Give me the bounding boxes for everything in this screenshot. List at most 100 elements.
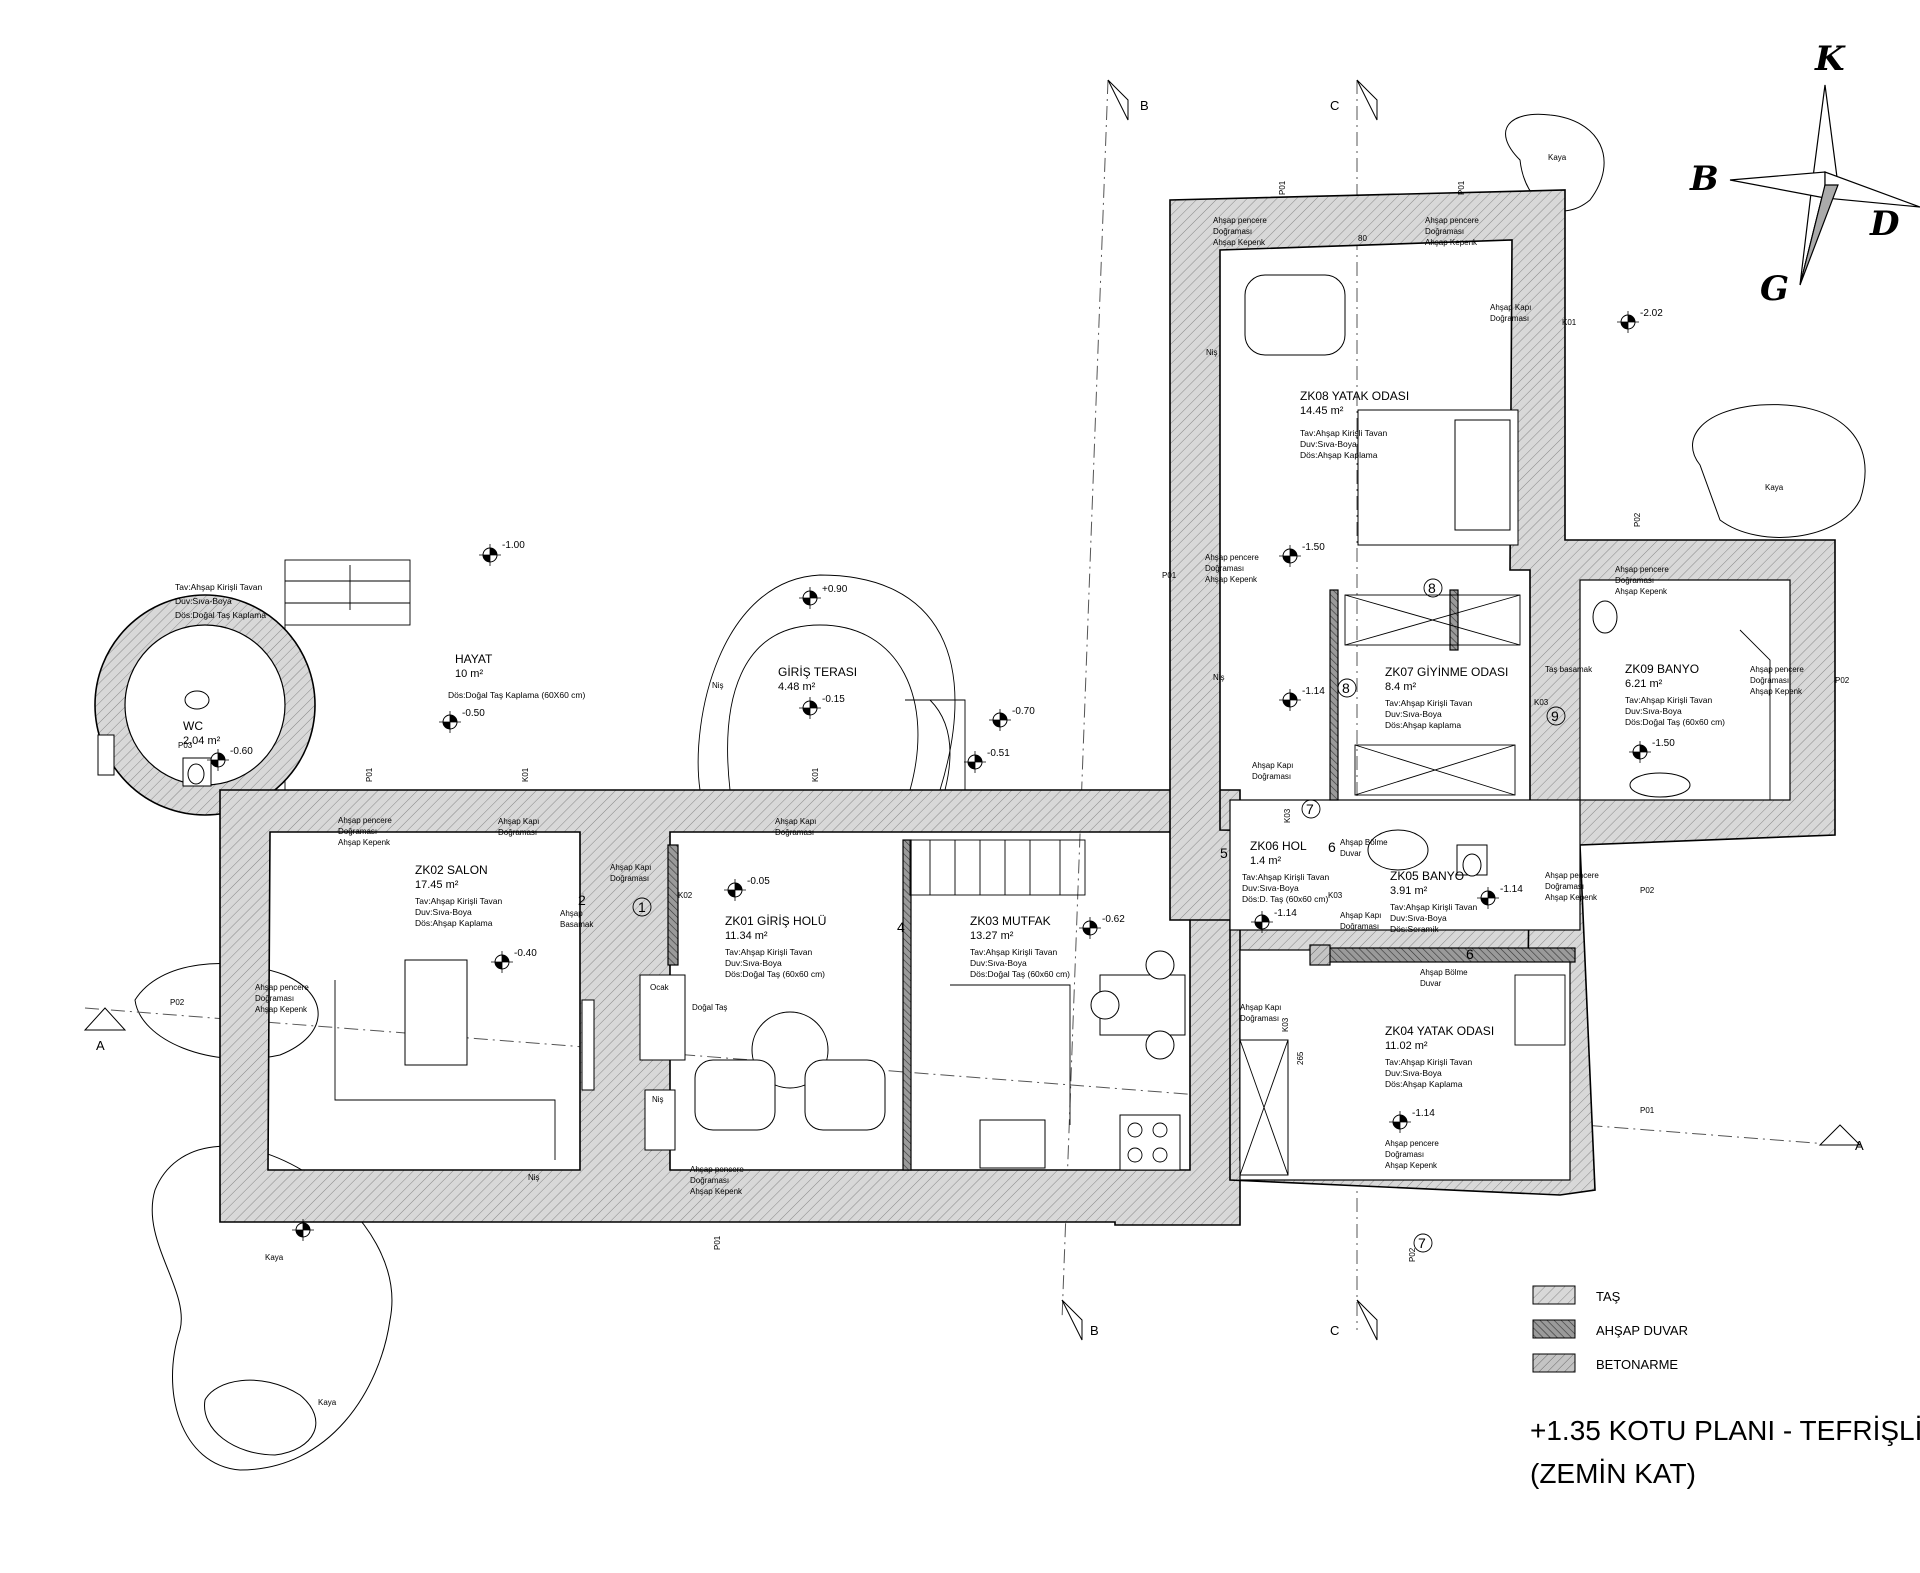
compass-north: K — [1814, 39, 1846, 79]
room-spec: Tav:Ahşap Kirişli Tavan — [725, 947, 813, 957]
section-label-a: A — [1855, 1138, 1864, 1153]
room-name: ZK02 SALON — [415, 863, 488, 877]
nis-label: Niş — [528, 1173, 540, 1182]
opening-tag: P02 — [1835, 676, 1850, 685]
room-spec: Duv:Sıva-Boya — [970, 958, 1027, 968]
level-value: -1.00 — [502, 540, 525, 551]
room-spec: Dös:Doğal Taş (60x60 cm) — [725, 969, 825, 979]
dogal-tas-label: Doğal Taş — [692, 1003, 727, 1012]
room-area: 8.4 m² — [1385, 681, 1417, 693]
detail-ref: 8 — [1428, 580, 1436, 596]
door-note: Doğraması — [1340, 922, 1379, 931]
room-area: 13.27 m² — [970, 930, 1014, 942]
legend-label: AHŞAP DUVAR — [1596, 1323, 1688, 1338]
compass-east: D — [1869, 204, 1900, 244]
room-name: ZK07 GİYİNME ODASI — [1385, 665, 1508, 679]
door-note: Ahşap Kapı — [1490, 303, 1531, 312]
door-note: Doğraması — [775, 828, 814, 837]
hayat-outdoor — [284, 559, 966, 791]
title-line-2: (ZEMİN KAT) — [1530, 1458, 1696, 1489]
partition-note: Duvar — [1340, 849, 1362, 858]
tas-basamak-label: Taş basamak — [1545, 665, 1593, 674]
level-value: -1.50 — [1302, 542, 1325, 553]
opening-tag: P01 — [1162, 571, 1177, 580]
detail-ref: 8 — [1342, 680, 1350, 696]
room-spec: Tav:Ahşap Kirişli Tavan — [415, 896, 503, 906]
level-value: -0.70 — [1012, 706, 1035, 717]
room-labels: ZK02 SALON 17.45 m² Tav:Ahşap Kirişli Ta… — [175, 389, 1725, 1089]
window-note: Doğraması — [338, 827, 377, 836]
level-value: -1.14 — [1412, 1108, 1435, 1119]
section-label-b: B — [1140, 98, 1149, 113]
nis-label: Niş — [652, 1095, 664, 1104]
room-name: ZK03 MUTFAK — [970, 914, 1051, 928]
room-spec: Duv:Sıva-Boya — [1385, 709, 1442, 719]
partition-note: Ahşap Bölme — [1340, 838, 1388, 847]
window-note: Ahşap Kepenk — [1385, 1161, 1438, 1170]
window-note: Ahşap Kepenk — [1205, 575, 1258, 584]
room-name: ZK09 BANYO — [1625, 662, 1699, 676]
window-note: Ahşap Kepenk — [255, 1005, 308, 1014]
window-note: Ahşap Kepenk — [1750, 687, 1803, 696]
room-name: ZK08 YATAK ODASI — [1300, 389, 1409, 403]
door-note: Ahşap Kapı — [610, 863, 651, 872]
opening-tag: P01 — [1278, 180, 1287, 195]
room-spec: Duv:Sıva-Boya — [1300, 439, 1357, 449]
detail-ref: 6 — [1328, 839, 1336, 855]
legend-swatch-wood — [1532, 1319, 1576, 1339]
window-note: Doğraması — [690, 1176, 729, 1185]
level-markers: -1.00 +0.90 -0.15 -0.50 -0.60 -0.70 -0.5… — [206, 308, 1675, 1242]
room-spec: Tav:Ahşap Kirişli Tavan — [1385, 698, 1473, 708]
window-note: Doğraması — [1750, 676, 1789, 685]
opening-tag: K03 — [1534, 698, 1549, 707]
hayat-note: Tav:Ahşap Kirişli Tavan — [175, 582, 263, 592]
opening-tag: K03 — [1283, 808, 1292, 823]
legend: TAŞ AHŞAP DUVAR BETONARME — [1532, 1285, 1688, 1373]
window-note: Ahşap Kepenk — [1545, 893, 1598, 902]
window-note: Doğraması — [1545, 882, 1584, 891]
room-spec: Duv:Sıva-Boya — [1242, 883, 1299, 893]
room-name: ZK01 GİRİŞ HOLÜ — [725, 914, 826, 928]
window-note: Doğraması — [1615, 576, 1654, 585]
opening-tag: P02 — [1640, 886, 1655, 895]
window-note: Ahşap Kepenk — [338, 838, 391, 847]
room-name: WC — [183, 719, 203, 733]
room-spec: Dös:Ahşap Kaplama — [415, 918, 493, 928]
drawing-title: +1.35 KOTU PLANI - TEFRİŞLİ (ZEMİN KAT) — [1530, 1415, 1920, 1489]
partition-note: Ahşap Bölme — [1420, 968, 1468, 977]
detail-ref: 9 — [1551, 708, 1559, 724]
level-value: -0.05 — [747, 876, 770, 887]
room-spec: Dös:D. Taş (60x60 cm) — [1242, 894, 1328, 904]
door-note: Ahşap Kapı — [1340, 911, 1381, 920]
rock-label: Kaya — [1765, 483, 1784, 492]
level-value: -0.60 — [230, 746, 253, 757]
door-note: Ahşap Kapı — [775, 817, 816, 826]
partitions — [667, 589, 1576, 1171]
window-note: Ahşap Kepenk — [1425, 238, 1478, 247]
level-value: +0.90 — [822, 584, 848, 595]
detail-ref: 4 — [897, 919, 905, 935]
room-spec: Duv:Sıva-Boya — [1385, 1068, 1442, 1078]
detail-ref: 7 — [1418, 1235, 1426, 1251]
door-note: Ahşap Kapı — [498, 817, 539, 826]
door-note: Ahşap Kapı — [1240, 1003, 1281, 1012]
opening-tag: K03 — [1281, 1017, 1290, 1032]
room-area: 3.91 m² — [1390, 885, 1428, 897]
legend-swatch-stone — [1532, 1285, 1576, 1305]
rock-label: Kaya — [1548, 153, 1567, 162]
opening-tag: K01 — [811, 767, 820, 782]
detail-ref: 6 — [1466, 946, 1474, 962]
compass-west: B — [1689, 159, 1719, 199]
nis-label: Niş — [1206, 348, 1218, 357]
room-spec: Duv:Sıva-Boya — [1625, 706, 1682, 716]
door-note: Ahşap Kapı — [1252, 761, 1293, 770]
opening-tag: P01 — [1457, 180, 1466, 195]
dimension-265: 265 — [1296, 1051, 1305, 1065]
window-note: Ahşap pencere — [1615, 565, 1669, 574]
section-label-c: C — [1330, 1323, 1339, 1338]
detail-ref: 5 — [1220, 845, 1228, 861]
compass-south: G — [1760, 269, 1789, 309]
room-area: 4.48 m² — [778, 681, 816, 693]
room-spec: Tav:Ahşap Kirişli Tavan — [1385, 1057, 1473, 1067]
compass-rose-icon: K B D G — [1689, 39, 1920, 309]
